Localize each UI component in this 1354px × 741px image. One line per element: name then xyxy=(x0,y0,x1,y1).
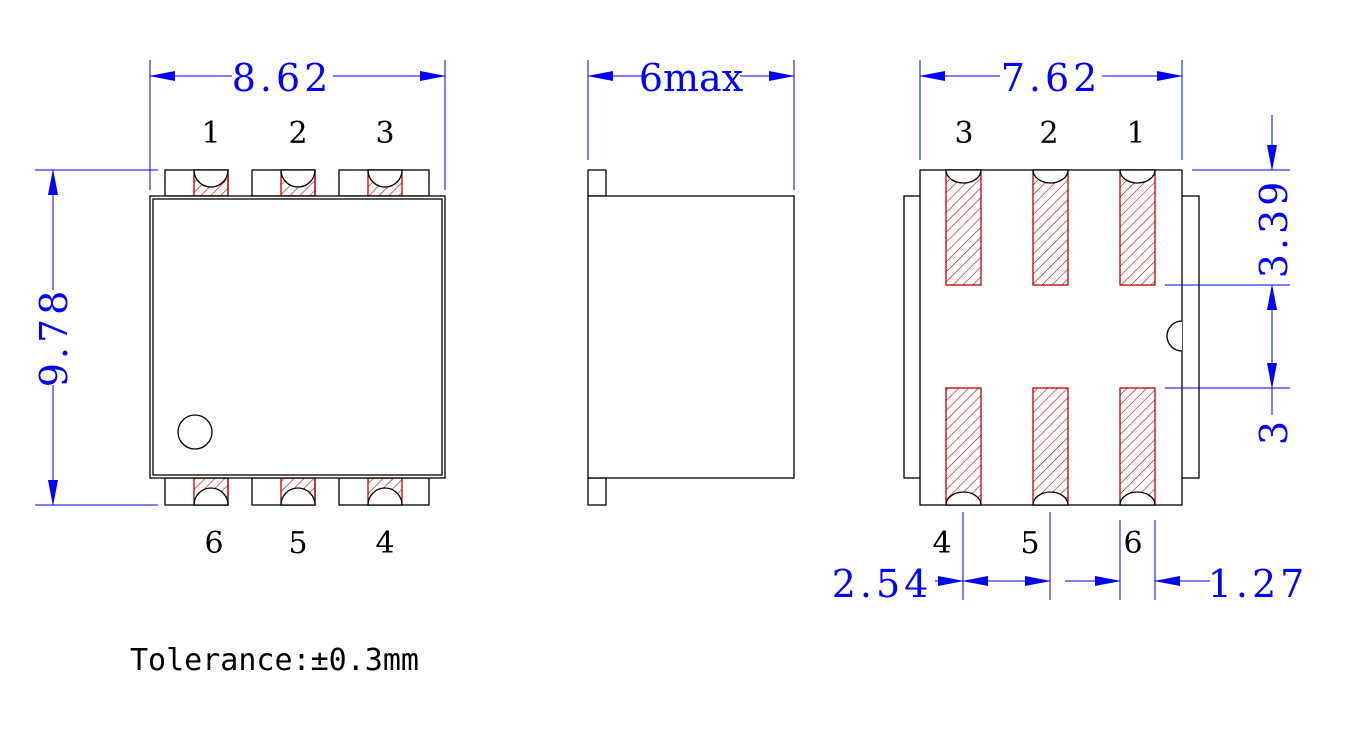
front-pin-label-top-2: 2 xyxy=(288,116,307,151)
front-height-label: 9.78 xyxy=(32,287,76,388)
bottom-notch-1-top xyxy=(1119,169,1156,184)
front-notch-6-bottom xyxy=(193,487,229,506)
bottom-pitch-label: 2.54 xyxy=(832,562,933,606)
front-width-label: 8.62 xyxy=(232,56,333,100)
front-view: 8.62 9.78 1 2 3 6 5 4 xyxy=(32,56,446,561)
front-pin-label-bottom-4: 4 xyxy=(375,526,394,561)
front-bottom-pins xyxy=(164,477,430,506)
side-pin-bottom xyxy=(587,477,607,506)
bottom-pin-label-bottom-5: 5 xyxy=(1020,526,1039,561)
front-width-dimension: 8.62 xyxy=(149,56,446,190)
front-notch-3-top xyxy=(367,169,403,188)
front-height-dimension: 9.78 xyxy=(32,169,158,506)
front-body xyxy=(149,195,446,479)
bottom-pad-length-dimension: 3.39 3 xyxy=(1165,115,1296,445)
bottom-width-dimension: 7.62 xyxy=(919,56,1183,160)
side-height-label: 6max xyxy=(639,56,743,100)
bottom-pad-length-label: 3.39 xyxy=(1252,178,1296,279)
front-pin-label-top-3: 3 xyxy=(375,116,394,151)
front-notch-4-bottom xyxy=(367,487,403,506)
bottom-pad-5-bottom xyxy=(1032,387,1069,506)
front-pin-label-bottom-5: 5 xyxy=(288,526,307,561)
front-notch-2-top xyxy=(280,169,316,188)
bottom-notch-6-bottom xyxy=(1119,491,1156,506)
bottom-pitch-dimension: 2.54 1.27 xyxy=(832,512,1309,606)
bottom-pad-3-top xyxy=(945,169,982,286)
front-body-inner xyxy=(152,198,443,476)
bottom-pin-label-bottom-6: 6 xyxy=(1123,526,1142,561)
front-top-pins xyxy=(164,169,430,197)
front-notch-5-bottom xyxy=(280,487,316,506)
bottom-notch-3-top xyxy=(945,169,982,184)
front-notch-1-top xyxy=(193,169,229,188)
bottom-pad-2-top xyxy=(1032,169,1069,286)
pin1-marker-dot xyxy=(177,414,213,450)
bottom-pad-gap-label: 3 xyxy=(1252,421,1296,445)
bottom-pad-6-bottom xyxy=(1119,387,1156,506)
bottom-pin-label-top-1: 1 xyxy=(1126,116,1145,151)
front-pin-label-top-1: 1 xyxy=(201,116,220,151)
tolerance-note: Tolerance:±0.3mm xyxy=(130,643,419,678)
bottom-pin-label-bottom-4: 4 xyxy=(932,526,951,561)
bottom-view: 7.62 3.39 3 2.54 1.27 xyxy=(832,56,1309,606)
bottom-notch-2-top xyxy=(1032,169,1069,184)
side-view: 6max xyxy=(587,56,795,506)
side-height-dimension: 6max xyxy=(587,56,795,190)
front-pin-label-bottom-6: 6 xyxy=(204,526,223,561)
bottom-width-label: 7.62 xyxy=(1001,56,1102,100)
bottom-pad-4-bottom xyxy=(945,387,982,506)
bottom-pad-1-top xyxy=(1119,169,1156,286)
side-pin-top xyxy=(587,169,607,197)
bottom-tab-left xyxy=(903,195,923,479)
bottom-pin-label-top-3: 3 xyxy=(954,116,973,151)
bottom-pad-width-label: 1.27 xyxy=(1208,562,1309,606)
bottom-tab-right xyxy=(1180,195,1200,479)
bottom-notch-5-bottom xyxy=(1032,491,1069,506)
bottom-notch-4-bottom xyxy=(945,491,982,506)
bottom-orientation-notch xyxy=(1166,320,1183,352)
bottom-pin-label-top-2: 2 xyxy=(1039,116,1058,151)
side-body xyxy=(587,195,795,479)
